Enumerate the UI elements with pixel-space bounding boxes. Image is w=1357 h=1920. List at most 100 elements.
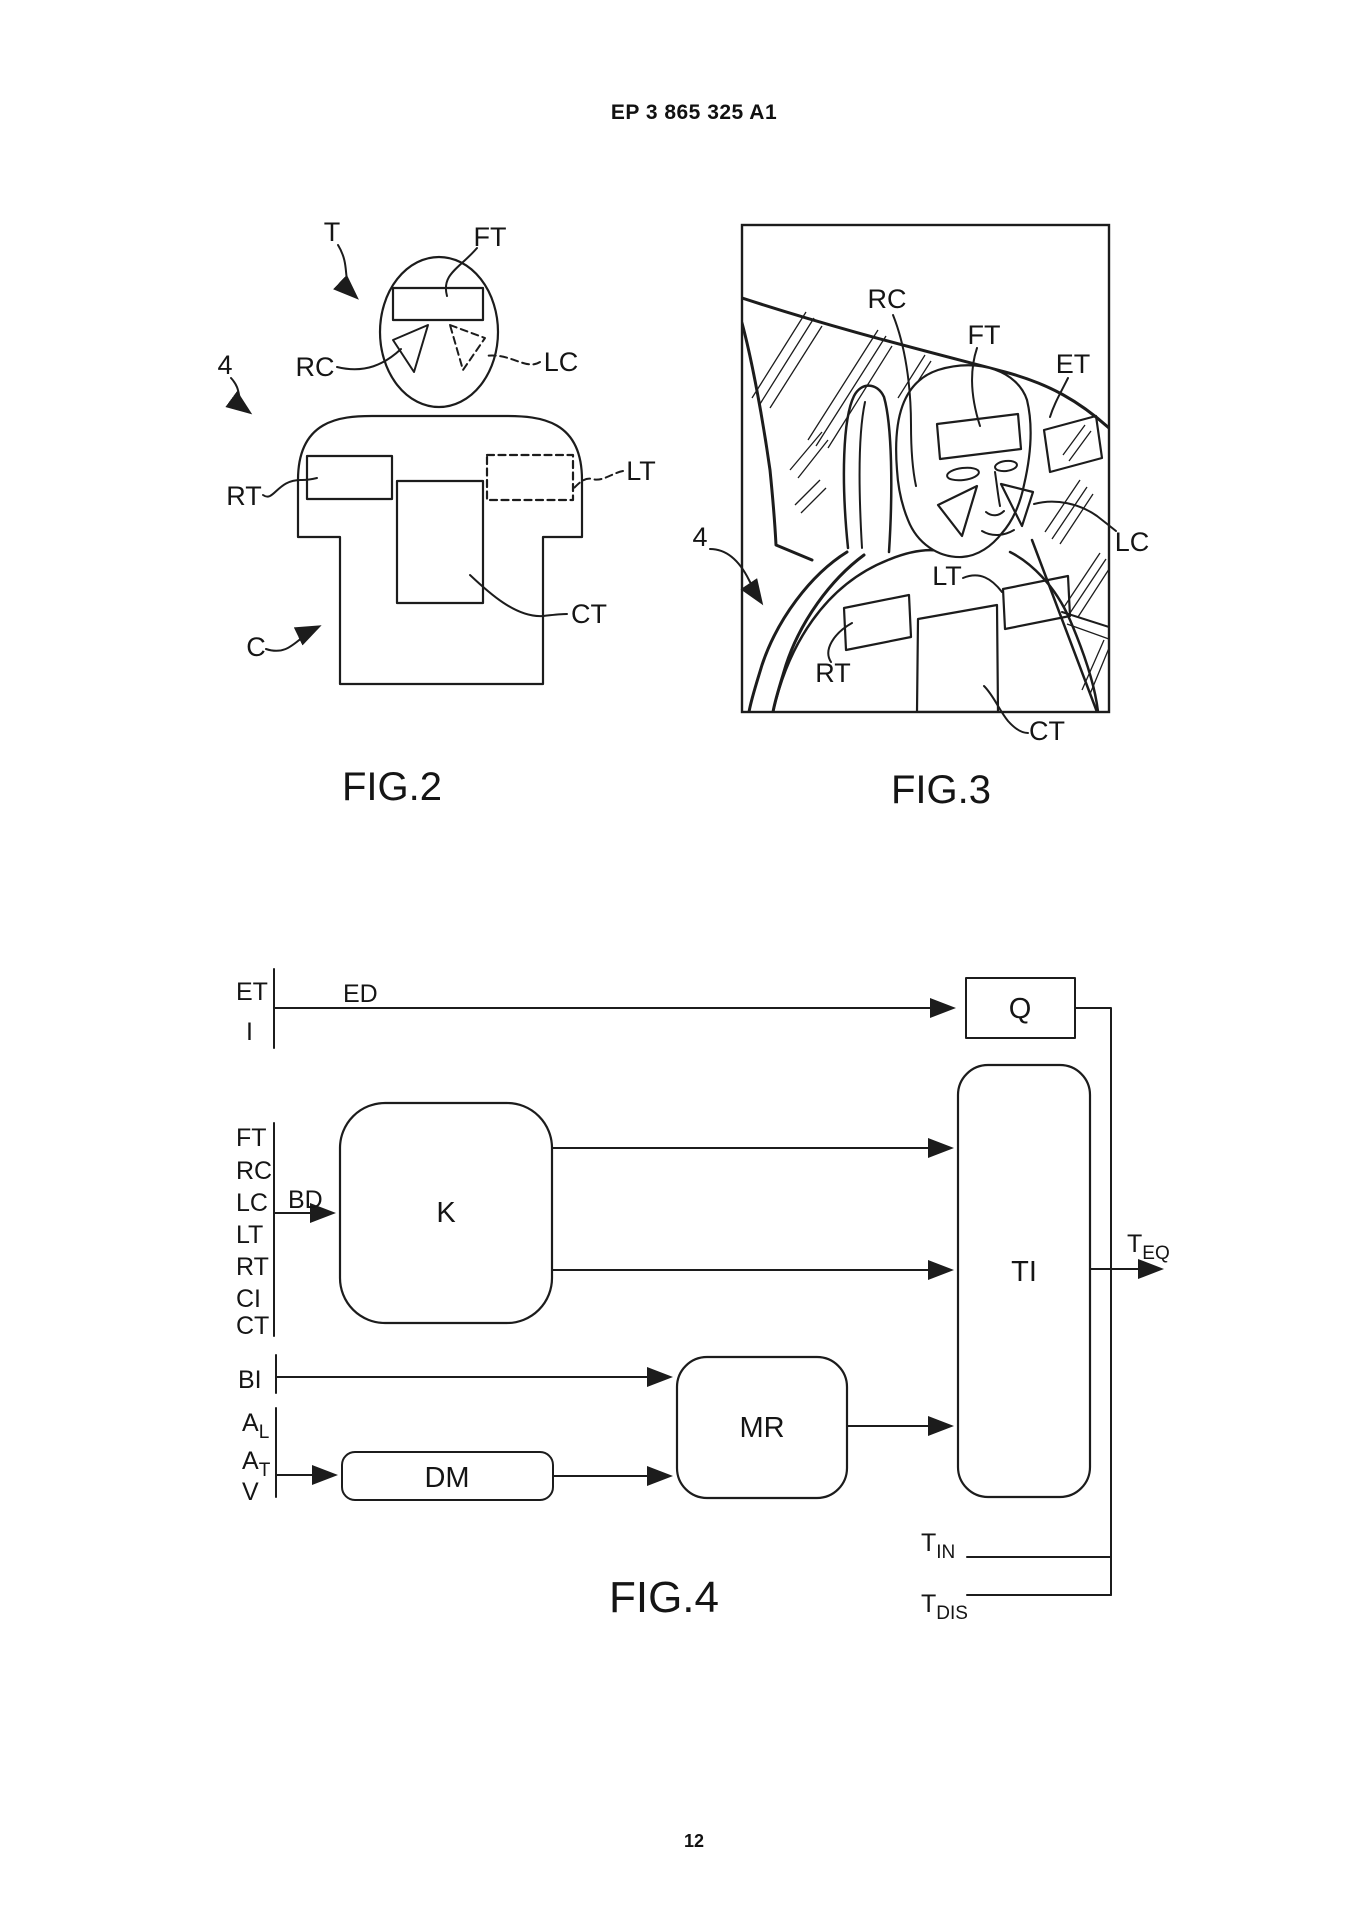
fig2-leader-lt [573,470,624,489]
fig4-label-k-input-rt: RT [236,1253,269,1281]
fig4-line-q-down [1074,1007,1112,1596]
fig3-right-diagonal [1030,538,1098,711]
fig2-drawing: T FT 4 RC LC RT LT C CT FIG.2 [217,217,656,809]
fig2-label-lt: LT [626,456,656,486]
fig4-label-al: AL [242,1409,269,1443]
fig2-leader-rt [262,477,318,498]
fig4-label-ed: ED [343,980,378,1008]
fig3-headrest-inner [858,401,866,549]
fig4-block-q [965,977,1076,1039]
fig4-label-bi: BI [238,1366,262,1394]
fig3-forehead-tile [935,412,1023,461]
fig3-left-cheek-triangle [999,482,1035,528]
fig3-label-et: ET [1056,349,1091,379]
fig4-block-k [338,1101,554,1325]
fig3-label-rc: RC [868,284,907,314]
fig3-drawing: RC FT ET LC LT RT CT 4 FIG.3 [692,223,1150,812]
fig3-window-sill-2 [1066,623,1108,640]
fig2-right-cheek-triangle [392,324,429,373]
fig2-leader-c [265,625,322,652]
fig3-leader-rc [892,314,917,487]
fig4-label-tin: TIN [921,1529,955,1563]
fig3-label-ct: CT [1029,716,1065,746]
fig2-label-ft: FT [474,222,507,252]
document-number: EP 3 865 325 A1 [610,101,778,124]
fig4-label-k-input-ct: CT [236,1312,269,1340]
fig3-leader-ct [983,685,1029,734]
fig2-leader-rc [336,348,402,371]
fig3-headrest [842,384,893,554]
fig3-right-eye [946,466,980,482]
fig4-diagram: Q K TI MR DM ET I ED FT RC LC LT RT CI C… [236,968,1170,1624]
fig2-label-ct: CT [571,599,607,629]
fig4-label-tdis: TDIS [921,1590,968,1624]
fig3-seat-edge-inner [771,553,866,711]
fig3-label-lt: LT [932,561,962,591]
fig3-leader-4 [709,548,764,606]
fig4-block-dm [341,1451,554,1501]
page-number: 12 [683,1831,705,1851]
fig4-label-k-input-lt: LT [236,1221,263,1249]
fig4-block-dm-label: DM [424,1462,469,1494]
fig3-head-outline [895,364,1032,559]
fig3-nose [985,471,1005,517]
fig3-caption: FIG.3 [891,768,991,812]
fig3-leader-lc [1033,500,1117,532]
fig2-left-torso-tile [485,453,575,502]
fig3-mouth [981,529,1015,536]
fig2-leader-t [333,244,359,300]
fig3-label-4: 4 [692,522,707,552]
fig3-right-cheek-triangle [936,484,979,538]
fig4-block-k-label: K [436,1197,456,1229]
fig2-label-rt: RT [226,481,262,511]
fig3-shoulder-right [1008,550,1100,711]
fig3-ear-tile [1042,414,1104,474]
fig2-label-c: C [246,632,266,662]
fig2-label-lc: LC [544,347,579,377]
fig3-left-eye [994,459,1018,473]
fig4-label-k-input-lc: LC [236,1189,268,1217]
fig2-right-torso-tile [305,454,394,501]
fig3-leader-rt [827,622,853,663]
fig4-block-mr [675,1355,849,1500]
fig4-block-q-label: Q [1009,993,1032,1025]
fig4-label-k-input-ft: FT [236,1124,267,1152]
fig3-leader-ft [970,347,981,427]
fig4-label-v: V [242,1478,259,1506]
fig3-leader-et [1049,377,1069,418]
fig3-label-rt: RT [815,658,851,688]
fig2-label-rc: RC [296,352,335,382]
fig4-block-ti [956,1063,1092,1499]
fig3-right-torso-tile [842,593,913,652]
fig2-caption: FIG.2 [342,765,442,809]
fig2-torso-outline [296,414,584,686]
fig3-leader-lt [962,574,1003,593]
fig3-center-torso-tile [915,603,1000,711]
fig4-label-at: AT [242,1447,271,1481]
fig4-label-k-input-rc: RC [236,1157,272,1185]
fig3-seat-edge-outer [747,550,849,711]
fig2-leader-4 [225,377,253,415]
fig2-label-4: 4 [217,350,232,380]
fig4-block-ti-label: TI [1011,1256,1037,1288]
fig3-shoulder-left [771,549,947,711]
fig2-leader-ct [469,574,568,618]
fig3-frame [740,223,1111,714]
fig4-label-et: ET [236,978,268,1006]
fig2-head-outline [378,255,500,409]
fig4-label-teq: TEQ [1127,1230,1170,1264]
fig2-left-cheek-triangle [449,324,486,371]
fig3-label-lc: LC [1115,527,1150,557]
fig2-forehead-tile [391,286,485,322]
fig3-left-torso-tile [1001,574,1072,631]
fig4-label-bd: BD [288,1186,323,1214]
fig4-label-k-input-ci: CI [236,1285,261,1313]
fig4-block-mr-label: MR [739,1412,784,1444]
fig2-leader-lc [484,354,541,366]
fig2-leader-ft [444,247,478,297]
fig3-label-ft: FT [968,320,1001,350]
fig4-label-i: I [246,1018,253,1046]
fig2-label-t: T [324,217,341,247]
fig2-center-torso-tile [395,479,485,605]
